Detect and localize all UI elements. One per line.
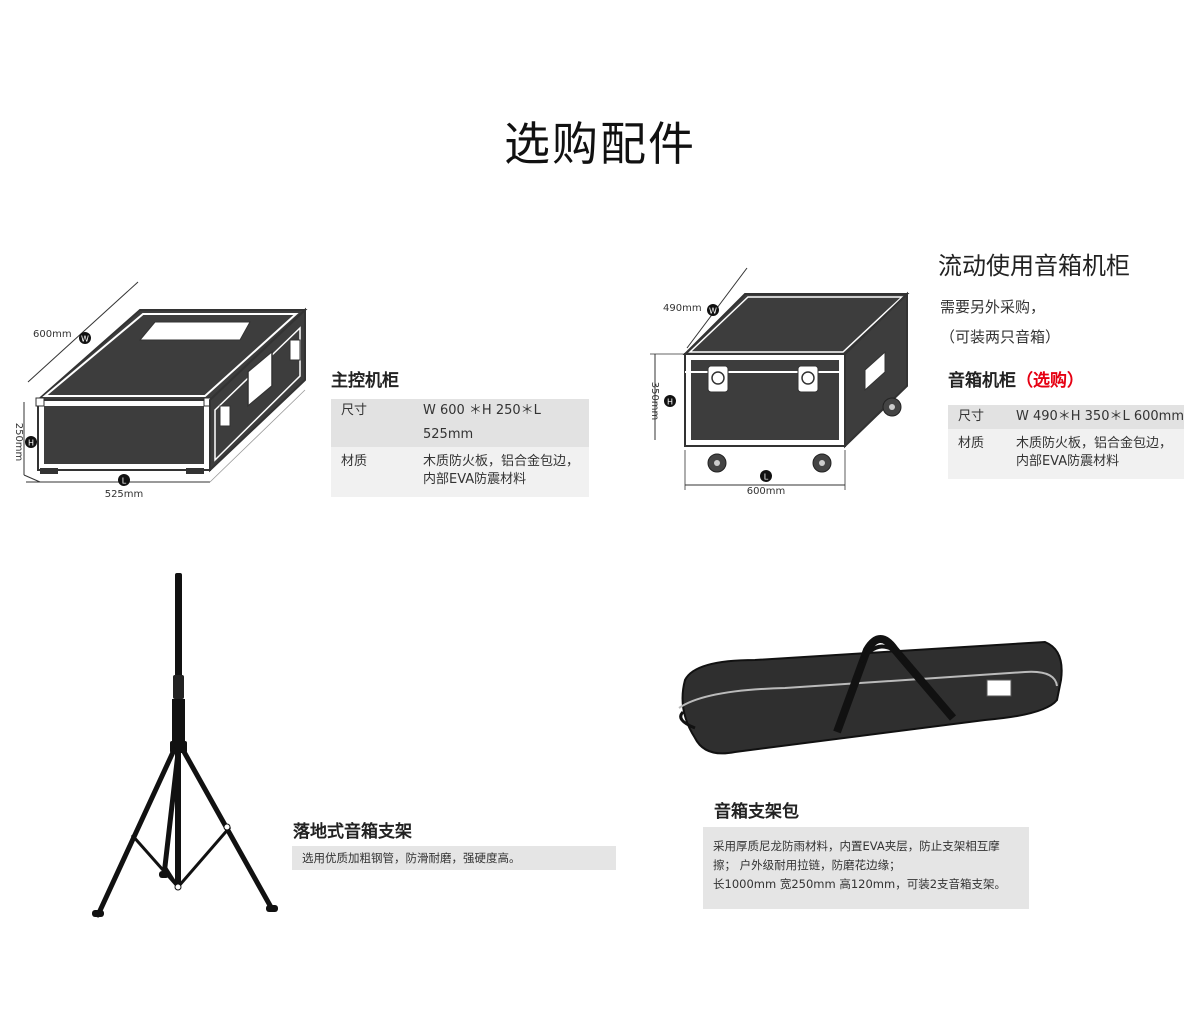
spec-row-size: 尺寸 W 600 ＊H 250＊L 525mm xyxy=(331,399,589,447)
speaker-stand-image xyxy=(92,573,278,918)
bag-desc-line3: 长1000mm 宽250mm 高120mm，可装2支音箱支架。 xyxy=(713,877,1007,891)
bag-desc-line2: 擦； 户外级耐用拉链，防磨花边缘； xyxy=(713,858,901,872)
stand-name: 落地式音箱支架 xyxy=(293,822,412,842)
bag-name: 音箱支架包 xyxy=(714,802,799,822)
speaker-case-drawing: 490mm W H 350mm L 600mm xyxy=(649,267,910,497)
spec-value: W 600 ＊H 250＊L 525mm xyxy=(413,399,589,447)
dim-height-label: 350mm xyxy=(649,382,660,421)
main-cabinet-spec-table: 尺寸 W 600 ＊H 250＊L 525mm 材质 木质防火板，铝合金包边， … xyxy=(331,399,589,497)
stand-bag-image xyxy=(678,635,1063,755)
speaker-case-note1: 需要另外采购， xyxy=(940,298,1046,316)
main-cabinet-name: 主控机柜 xyxy=(331,371,399,391)
speaker-case-name: 音箱机柜 xyxy=(948,371,1016,391)
dim-w-marker: W xyxy=(81,335,89,344)
dim-height-label: 250mm xyxy=(13,423,24,462)
dim-l-marker: L xyxy=(122,477,127,486)
dim-w-marker: W xyxy=(709,307,717,316)
spec-row-material: 材质 木质防火板，铝合金包边， 内部EVA防震材料 xyxy=(331,447,589,497)
spec-value: 木质防火板，铝合金包边， xyxy=(423,454,580,469)
spec-value: 木质防火板，铝合金包边， xyxy=(1015,436,1172,451)
dim-width-label: 490mm xyxy=(663,303,702,314)
speaker-case-heading: 流动使用音箱机柜 xyxy=(938,252,1130,280)
dim-h-marker: H xyxy=(667,398,673,407)
optional-tag: （选购） xyxy=(1016,371,1084,391)
dim-length-label: 525mm xyxy=(105,489,144,500)
spec-row-material: 材质 木质防火板，铝合金包边， 内部EVA防震材料 xyxy=(948,429,1184,479)
spec-value-line2: 内部EVA防震材料 xyxy=(423,472,527,487)
speaker-case-note2: （可装两只音箱） xyxy=(940,328,1061,346)
dim-width-label: 600mm xyxy=(33,329,72,340)
spec-key: 尺寸 xyxy=(331,399,413,447)
page-title: 选购配件 xyxy=(504,117,696,171)
spec-value-line2: 内部EVA防震材料 xyxy=(1015,454,1120,469)
speaker-case-name-row: 音箱机柜（选购） xyxy=(948,366,1084,391)
main-cabinet-drawing: 600mm W H 250mm L 525mm xyxy=(13,281,308,500)
spec-key: 材质 xyxy=(948,429,1006,479)
spec-row-size: 尺寸 W 490＊H 350＊L 600mm xyxy=(948,405,1184,429)
dim-l-marker: L xyxy=(764,473,769,482)
spec-value: W 490＊H 350＊L 600mm xyxy=(1005,405,1184,429)
dim-length-label: 600mm xyxy=(747,486,786,497)
spec-key: 材质 xyxy=(331,447,413,497)
dim-h-marker: H xyxy=(28,439,34,448)
spec-key: 尺寸 xyxy=(948,405,1006,429)
speaker-case-spec-table: 尺寸 W 490＊H 350＊L 600mm 材质 木质防火板，铝合金包边， 内… xyxy=(948,405,1184,479)
bag-desc-box: 采用厚质尼龙防雨材料，内置EVA夹层，防止支架相互摩 擦； 户外级耐用拉链，防磨… xyxy=(703,827,1029,909)
stand-desc: 选用优质加粗钢管，防滑耐磨，强硬度高。 xyxy=(292,846,616,870)
bag-desc-line1: 采用厚质尼龙防雨材料，内置EVA夹层，防止支架相互摩 xyxy=(713,839,1000,853)
